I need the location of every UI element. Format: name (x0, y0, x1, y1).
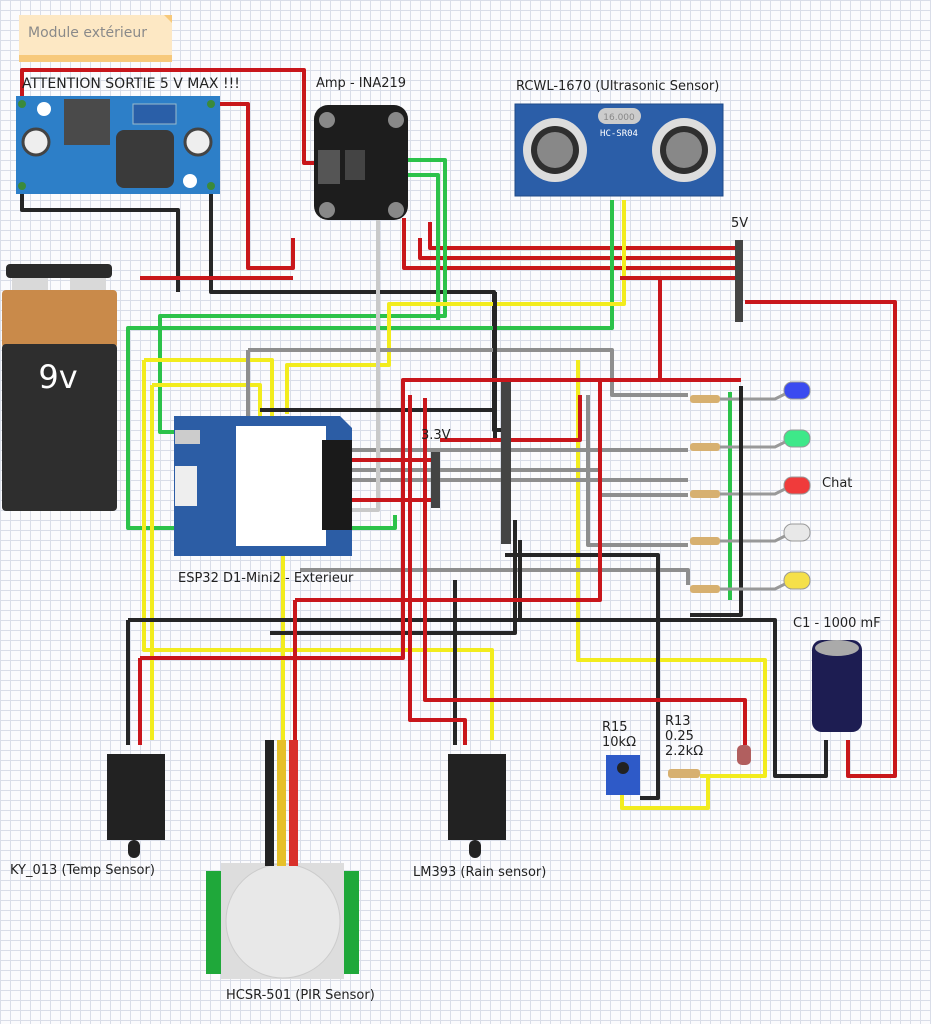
chat-label: Chat (822, 476, 853, 491)
header-3v3 (431, 452, 440, 508)
r15-name: R15 (602, 720, 628, 735)
wire-green[interactable] (158, 158, 447, 434)
resistor (690, 490, 720, 498)
wire-gray[interactable] (586, 395, 688, 547)
pir-sensor[interactable] (206, 740, 359, 979)
esp32-board[interactable] (174, 416, 352, 556)
buck-regulator[interactable] (16, 96, 220, 194)
wire-black[interactable] (520, 618, 828, 778)
led-blue[interactable] (783, 381, 811, 400)
note-text: Module extérieur (28, 25, 147, 41)
wire-red[interactable] (295, 380, 602, 602)
sticky-note[interactable]: Module extérieur (19, 15, 172, 62)
ina219-label: Amp - INA219 (316, 76, 407, 91)
wire-black[interactable] (505, 553, 660, 800)
wire-yellow[interactable] (285, 200, 626, 414)
wire-red[interactable] (211, 102, 295, 270)
crystal-label: 16.000 (603, 113, 635, 123)
wire-red[interactable] (428, 222, 741, 250)
wire-black[interactable] (270, 520, 517, 635)
led-red[interactable] (783, 476, 811, 495)
wire-gray[interactable] (300, 568, 690, 585)
wire-black[interactable] (260, 378, 503, 412)
rain-sensor-lm393[interactable] (448, 754, 506, 858)
temp-sensor-ky013[interactable] (107, 754, 165, 858)
pir-sensor-label: HCSR-501 (PIR Sensor) (226, 988, 375, 1003)
r13-value: 2.2kΩ (665, 744, 704, 759)
header-center (501, 382, 511, 544)
wire-green[interactable] (400, 173, 440, 320)
model-label: HC-SR04 (600, 129, 638, 139)
rail-5v-label: 5V (731, 216, 749, 231)
led-lead (720, 487, 786, 496)
wire-gray[interactable] (248, 348, 688, 397)
wire-red[interactable] (745, 300, 897, 778)
wire-black[interactable] (20, 186, 180, 292)
r15-value: 10kΩ (602, 735, 637, 750)
wire-red[interactable] (20, 68, 318, 165)
r13-name: R13 (665, 714, 691, 729)
r13-power: 0.25 (665, 729, 694, 744)
wire-red[interactable] (423, 398, 747, 745)
capacitor-label: C1 - 1000 mF (793, 616, 881, 631)
capacitor-c1[interactable] (812, 640, 862, 732)
wire-red[interactable] (408, 395, 467, 745)
ultrasonic-sensor[interactable]: 16.000 HC-SR04 (514, 103, 724, 197)
ina219-module[interactable] (314, 105, 408, 220)
ultrasonic-label: RCWL-1670 (Ultrasonic Sensor) (516, 79, 720, 94)
wire-yellow[interactable] (620, 776, 710, 810)
wire-yellow[interactable] (144, 358, 274, 416)
battery-9v[interactable]: 9v (2, 264, 117, 511)
photoresistor[interactable] (737, 745, 751, 765)
regulator-warning: ATTENTION SORTIE 5 V MAX !!! (22, 76, 240, 92)
wire-black[interactable] (690, 395, 743, 617)
led-lead (720, 392, 786, 401)
wire-green[interactable] (126, 200, 614, 530)
led-lead (720, 534, 786, 543)
rail-33v-label: 3.3V (421, 428, 451, 443)
resistor (690, 537, 720, 545)
wire-red[interactable] (418, 238, 741, 260)
led-lead (720, 440, 786, 449)
wire-red[interactable] (140, 378, 741, 660)
wire-yellow[interactable] (576, 360, 767, 778)
resistor (690, 443, 720, 451)
battery-label: 9v (38, 358, 77, 396)
led-yellow[interactable] (783, 571, 811, 590)
rain-sensor-label: LM393 (Rain sensor) (413, 865, 547, 880)
resistor (690, 395, 720, 403)
resistor (690, 585, 720, 593)
resistor-r13 (668, 769, 700, 778)
esp32-label: ESP32 D1-Mini2 - Exterieur (178, 571, 354, 586)
wire-red[interactable] (620, 276, 743, 282)
led-bank (690, 381, 811, 593)
wire-yellow[interactable] (152, 383, 262, 416)
wires-layer (20, 68, 897, 810)
header-5v (735, 240, 743, 322)
potentiometer-r15[interactable] (606, 755, 640, 795)
led-white[interactable] (783, 523, 811, 542)
wire-red[interactable] (440, 395, 582, 442)
wire-red[interactable] (402, 218, 741, 270)
wire-black[interactable] (209, 186, 503, 432)
led-lead (720, 582, 786, 591)
led-green[interactable] (783, 429, 811, 448)
wire-yellow[interactable] (142, 360, 494, 740)
temp-sensor-label: KY_013 (Temp Sensor) (10, 863, 155, 878)
